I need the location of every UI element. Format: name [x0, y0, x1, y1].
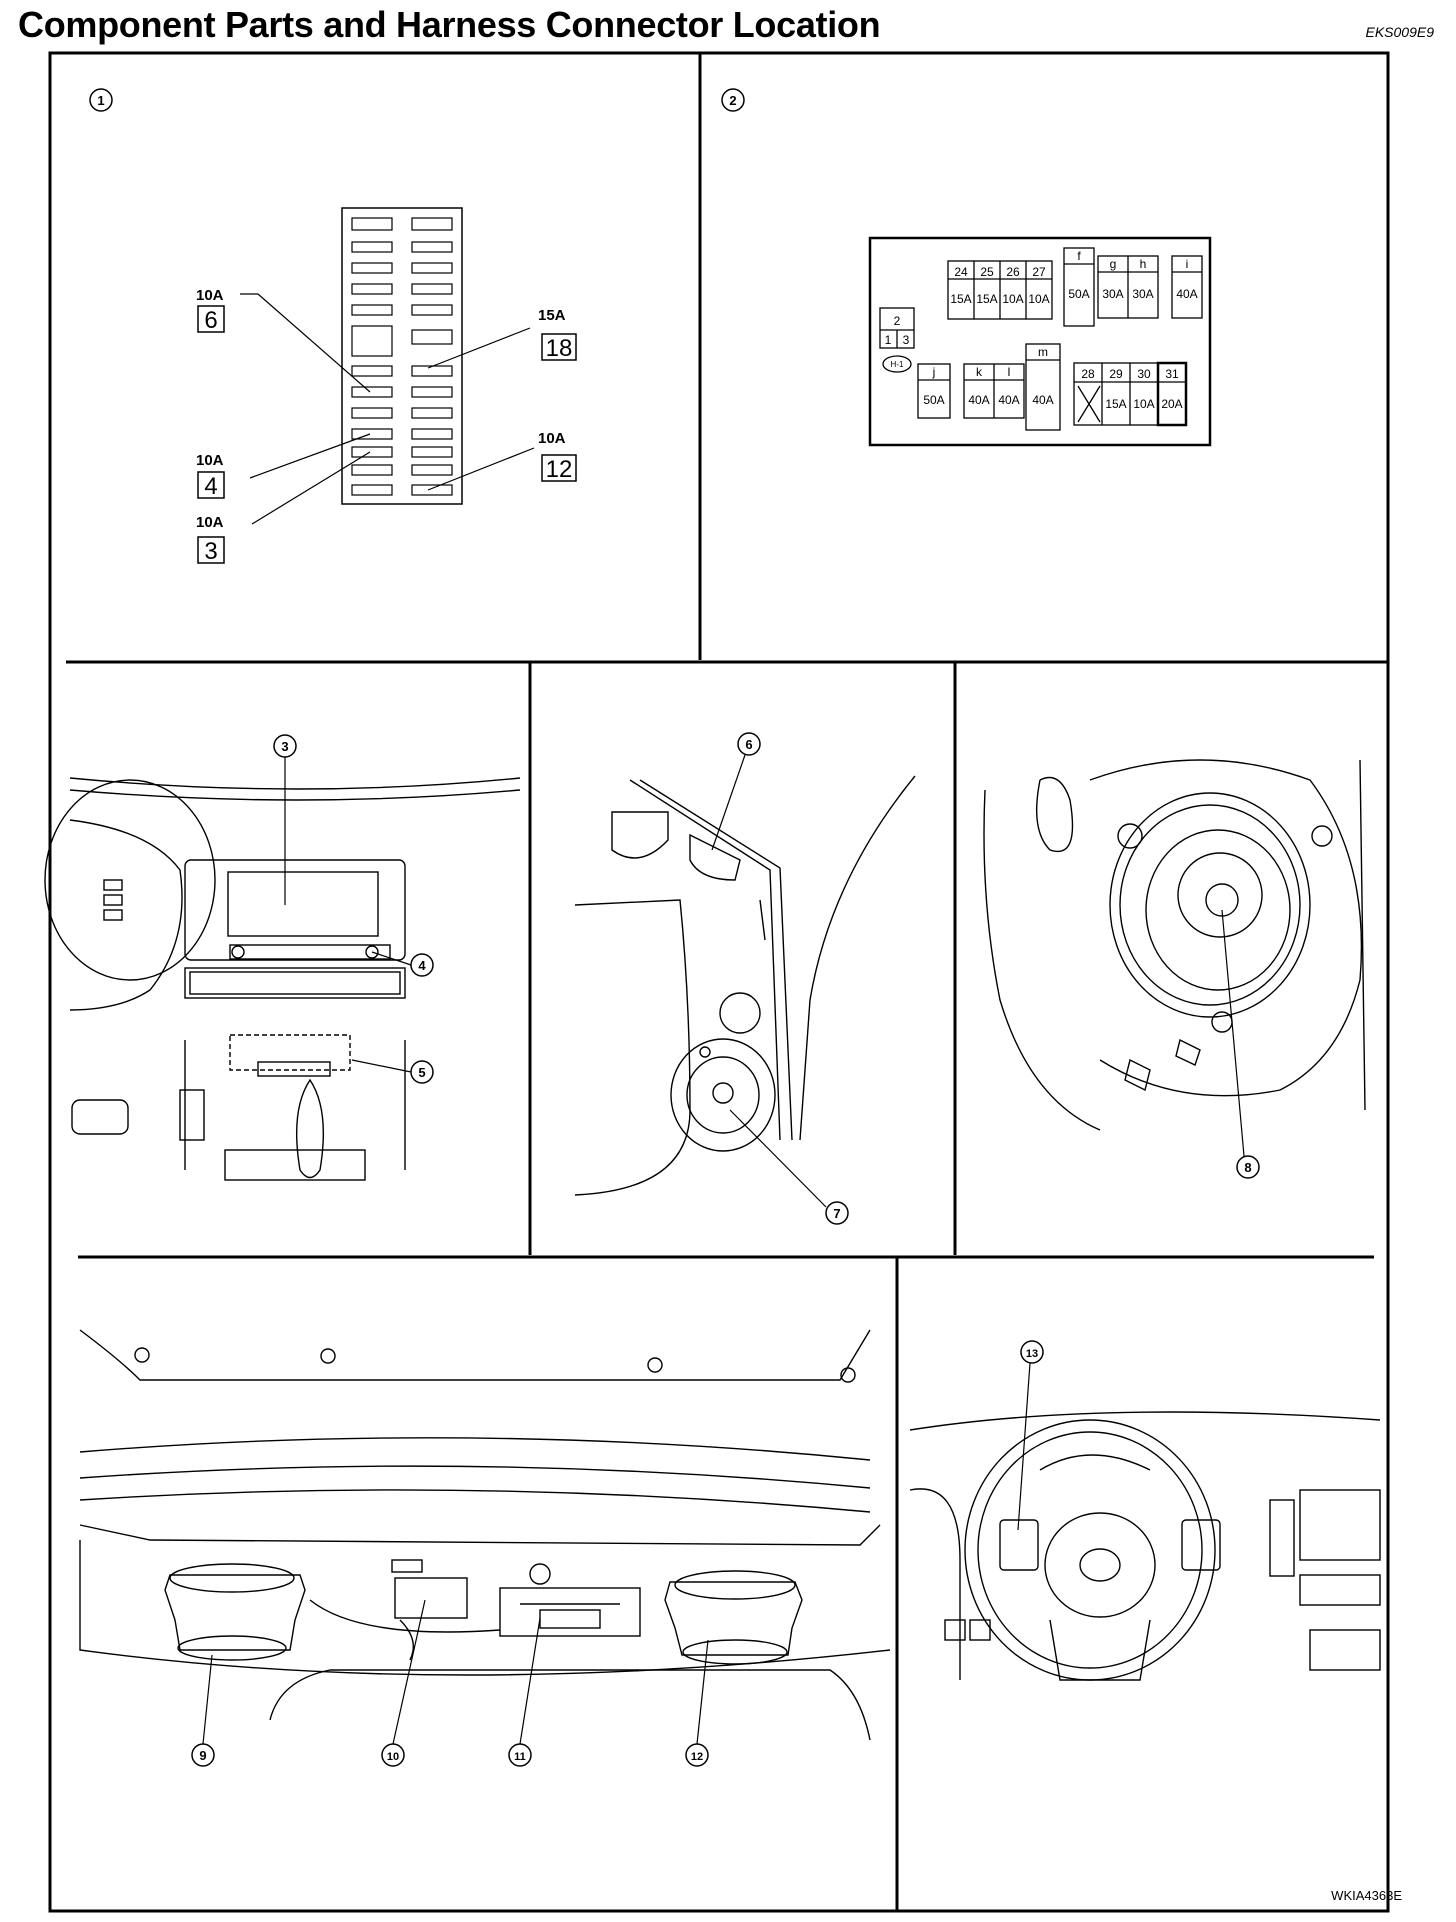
svg-text:24: 24 [954, 265, 968, 279]
svg-text:31: 31 [1165, 367, 1179, 381]
svg-text:15A: 15A [950, 292, 971, 306]
fuse-label-3: 10A 3 [196, 451, 371, 565]
svg-text:1: 1 [885, 333, 892, 347]
fuse-label-6: 10A 6 [196, 287, 371, 393]
svg-text:i: i [1186, 257, 1189, 271]
outer-frame [48, 51, 1390, 1913]
svg-text:l: l [1008, 365, 1011, 379]
svg-text:10A: 10A [1133, 397, 1154, 411]
svg-text:12: 12 [691, 1751, 703, 1763]
fuse-block-2 [868, 236, 1212, 447]
svg-text:3: 3 [281, 739, 288, 754]
callout-10: 10 [381, 1599, 426, 1767]
svg-text:2: 2 [729, 93, 736, 108]
svg-text:8: 8 [1244, 1160, 1251, 1175]
callout-7: 7 [729, 1109, 849, 1225]
svg-text:40A: 40A [968, 393, 989, 407]
svg-text:g: g [1110, 257, 1117, 271]
svg-text:4: 4 [418, 958, 426, 973]
svg-text:h: h [1140, 257, 1147, 271]
svg-text:28: 28 [1081, 367, 1095, 381]
svg-text:H-1: H-1 [891, 360, 904, 369]
svg-text:k: k [976, 365, 983, 379]
callout-1: 1 [89, 88, 113, 112]
fuse-label-4: 10A 4 [196, 433, 371, 500]
svg-text:4: 4 [204, 473, 217, 500]
svg-text:15A: 15A [976, 292, 997, 306]
svg-text:1: 1 [97, 93, 104, 108]
callout-11: 11 [508, 1617, 541, 1767]
callout-8: 8 [1221, 909, 1260, 1179]
svg-text:20A: 20A [1161, 397, 1182, 411]
fuse-block-2-labels: 24 25 26 27 15A 15A 10A 10A f 50A g 30A … [885, 249, 1198, 411]
callout-12: 12 [685, 1639, 709, 1767]
page-title: Component Parts and Harness Connector Lo… [18, 4, 881, 45]
svg-text:3: 3 [204, 538, 217, 565]
svg-text:10A: 10A [1002, 292, 1023, 306]
callout-3: 3 [273, 734, 297, 905]
callout-9: 9 [191, 1654, 215, 1767]
dashboard-illustration [44, 777, 521, 1181]
svg-text:10A: 10A [1028, 292, 1049, 306]
svg-text:6: 6 [745, 737, 752, 752]
svg-text:40A: 40A [1032, 393, 1053, 407]
svg-text:27: 27 [1032, 265, 1046, 279]
svg-text:15A: 15A [1105, 397, 1126, 411]
callout-13: 13 [1017, 1340, 1044, 1531]
svg-text:j: j [932, 365, 936, 379]
svg-text:5: 5 [418, 1065, 425, 1080]
callout-4: 4 [371, 951, 434, 977]
rear-shelf-illustration [79, 1329, 891, 1741]
svg-text:25: 25 [980, 265, 994, 279]
svg-text:50A: 50A [923, 393, 944, 407]
svg-text:30A: 30A [1102, 287, 1123, 301]
door-speaker-illustration [983, 759, 1366, 1131]
callout-2: 2 [721, 88, 745, 112]
svg-text:10A: 10A [196, 287, 224, 304]
svg-text:11: 11 [514, 1751, 526, 1763]
svg-text:26: 26 [1006, 265, 1020, 279]
svg-text:6: 6 [204, 307, 217, 334]
door-illustration [574, 775, 916, 1196]
callout-6: 6 [711, 732, 761, 851]
svg-text:40A: 40A [998, 393, 1019, 407]
fuse-block-1 [341, 207, 463, 505]
fuse-label-18: 15A 18 [427, 307, 577, 369]
svg-text:9: 9 [199, 1748, 206, 1763]
svg-text:15A: 15A [538, 307, 566, 324]
svg-text:40A: 40A [1176, 287, 1197, 301]
svg-text:10A: 10A [196, 452, 224, 469]
svg-text:2: 2 [894, 314, 901, 328]
callout-5: 5 [351, 1059, 434, 1084]
svg-text:10A: 10A [196, 514, 224, 531]
svg-text:30A: 30A [1132, 287, 1153, 301]
svg-text:10A: 10A [538, 430, 566, 447]
svg-text:m: m [1038, 345, 1048, 359]
svg-text:30: 30 [1137, 367, 1151, 381]
svg-text:29: 29 [1109, 367, 1123, 381]
svg-text:13: 13 [1026, 1348, 1038, 1360]
svg-text:18: 18 [546, 335, 573, 362]
steering-wheel-illustration [909, 1411, 1381, 1681]
svg-text:3: 3 [903, 333, 910, 347]
svg-text:10: 10 [387, 1751, 399, 1763]
figure-code-top: EKS009E9 [1365, 24, 1435, 40]
svg-text:12: 12 [546, 456, 573, 483]
fuse-label-12: 10A 12 [427, 430, 577, 491]
svg-text:7: 7 [833, 1206, 840, 1221]
svg-text:f: f [1077, 249, 1081, 263]
svg-text:50A: 50A [1068, 287, 1089, 301]
figure-code-bottom: WKIA4363E [1331, 1888, 1402, 1903]
